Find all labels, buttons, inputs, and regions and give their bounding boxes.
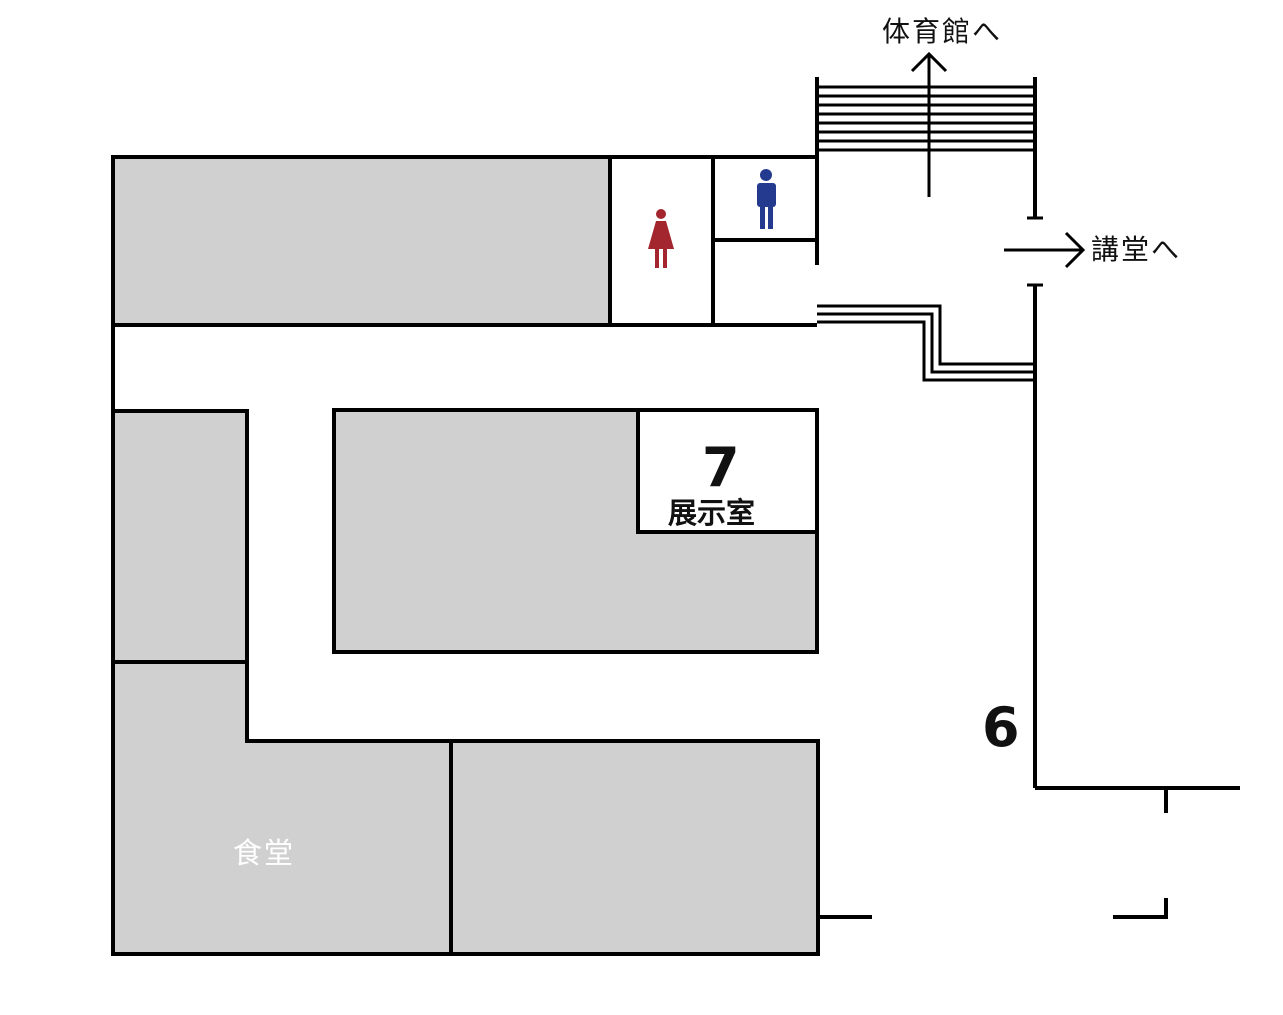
staircase-side [817,304,1035,382]
exhibition-room-label: 展示室 [668,496,756,530]
men-restroom-walls [711,155,819,325]
arrow-right-icon [1004,231,1086,269]
arrow-up-icon [910,51,948,197]
cafeteria-room [111,660,453,956]
gym-destination-label: 体育館へ [882,15,1003,48]
woman-restroom-icon [648,209,674,268]
room-left-upper [111,409,249,664]
staircase-gym [815,77,1043,220]
auditorium-destination-label: 講堂へ [1091,233,1182,266]
cafeteria-label: 食堂 [233,836,296,870]
exhibition-room [636,408,819,534]
man-restroom-icon [757,169,776,229]
room-top-left [111,155,612,327]
wall-building-6-corner [1113,898,1168,919]
exhibition-room-number: 7 [702,436,740,499]
room-bottom-right [449,739,820,956]
area-number-label: 6 [982,696,1020,759]
